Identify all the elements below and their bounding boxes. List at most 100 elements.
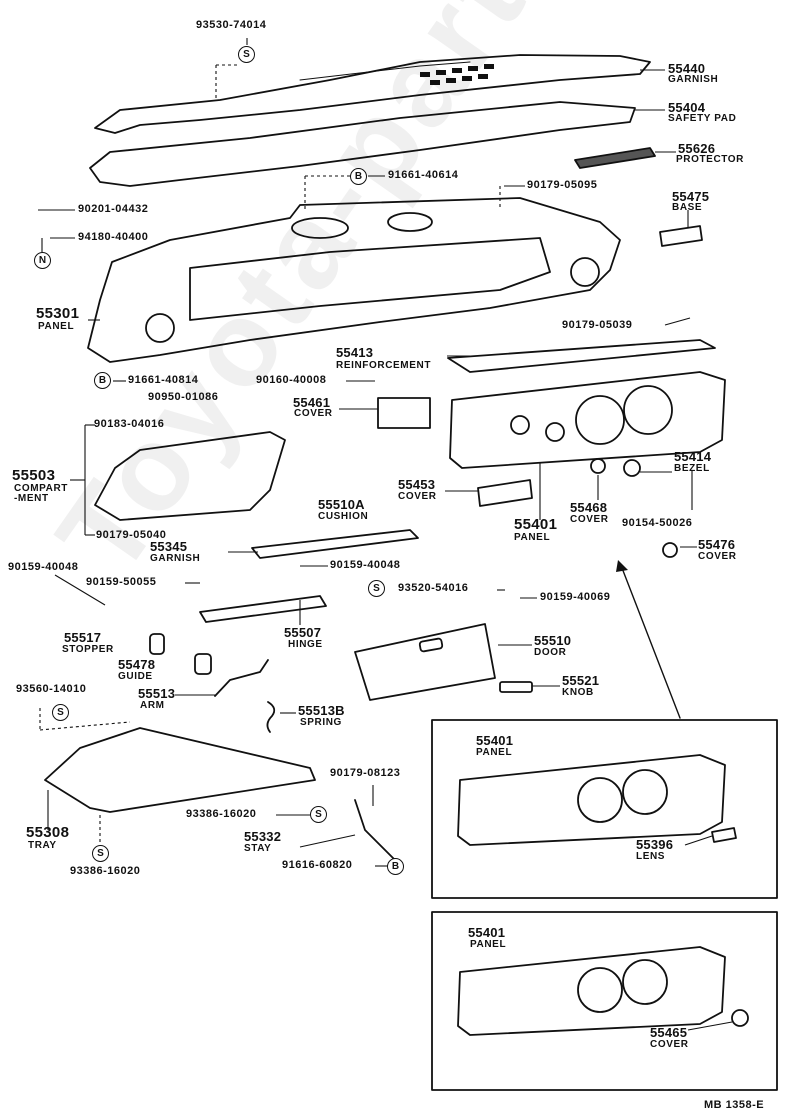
part-55503-name: COMPART -MENT (14, 483, 69, 504)
knob-shape (499, 681, 533, 693)
tray-shape (44, 727, 316, 813)
part-90159-40069-number: 90159-40069 (540, 591, 611, 603)
part-93520-54016-number: 93520-54016 (398, 582, 469, 594)
cover-55476 (662, 542, 678, 558)
part-55521-name: KNOB (562, 687, 594, 698)
part-55440-number: 55440 (668, 61, 706, 76)
inset-2-part-55401-number: 55401 (468, 925, 506, 940)
part-55476-number: 55476 (698, 537, 736, 552)
bezel-55414 (623, 459, 641, 477)
cover-plate-55461 (377, 397, 431, 429)
symbol-s: S (238, 46, 255, 63)
part-55468-number: 55468 (570, 500, 608, 515)
part-55507-number: 55507 (284, 625, 322, 640)
part-55503-number: 55503 (12, 467, 56, 484)
guide-shape (194, 653, 212, 675)
part-55478-name: GUIDE (118, 671, 153, 682)
part-55510A-number: 55510A (318, 497, 365, 512)
inset-2-part-55401-name: PANEL (470, 939, 507, 950)
part-91616-60820-number: 91616-60820 (282, 859, 353, 871)
drawing-code: MB 1358-E (704, 1099, 765, 1111)
part-55401-name: PANEL (514, 532, 551, 543)
part-55475-number: 55475 (672, 189, 710, 204)
cover-55468 (590, 458, 606, 474)
lens-shape (711, 827, 737, 843)
part-55332-number: 55332 (244, 829, 282, 844)
part-90159-40048-number-2: 90159-40048 (330, 559, 401, 571)
safety-pad-shape (89, 101, 636, 187)
symbol-b-2: B (94, 372, 111, 389)
part-90950-01086-number: 90950-01086 (148, 391, 219, 403)
inset-box-2 (431, 911, 778, 1091)
arm-shape (214, 659, 269, 697)
part-93386-16020-number-2: 93386-16020 (70, 865, 141, 877)
part-90201-04432-number: 90201-04432 (78, 203, 149, 215)
part-55513-number: 55513 (138, 686, 176, 701)
part-55521-number: 55521 (562, 673, 600, 688)
part-55465-name: COVER (650, 1039, 689, 1050)
part-55517-name: STOPPER (62, 644, 114, 655)
part-55440-name: GARNISH (668, 74, 719, 85)
part-55414-number: 55414 (674, 449, 712, 464)
part-55513B-name: SPRING (300, 717, 342, 728)
part-55461-number: 55461 (293, 395, 331, 410)
part-55414-name: BEZEL (674, 463, 710, 474)
part-55404-number: 55404 (668, 100, 706, 115)
symbol-s-3: S (52, 704, 69, 721)
symbol-s-2: S (368, 580, 385, 597)
part-93530-74014-number: 93530-74014 (196, 19, 267, 31)
stopper-shape (149, 633, 165, 655)
part-55517-number: 55517 (64, 630, 102, 645)
part-91661-40814-number: 91661-40814 (128, 374, 199, 386)
part-55413-name: REINFORCEMENT (336, 360, 432, 371)
part-91661-40614-number: 91661-40614 (388, 169, 459, 181)
part-55453-number: 55453 (398, 477, 436, 492)
spring-shape (266, 701, 276, 733)
inset-panel-2 (457, 946, 726, 1036)
cover-55453 (477, 479, 533, 507)
door-shape (354, 623, 496, 701)
part-55308-number: 55308 (26, 824, 70, 841)
symbol-s-5: S (92, 845, 109, 862)
inset-1-part-55401-number: 55401 (476, 733, 514, 748)
protector-shape (574, 147, 656, 169)
part-55461-name: COVER (294, 408, 333, 419)
part-90159-40048-number-1: 90159-40048 (8, 561, 79, 573)
part-90154-50026-number: 90154-50026 (622, 517, 693, 529)
part-55453-name: COVER (398, 491, 437, 502)
part-94180-40400-number: 94180-40400 (78, 231, 149, 243)
part-55301-name: PANEL (38, 321, 75, 332)
part-55626-number: 55626 (678, 141, 716, 156)
symbol-s-4: S (310, 806, 327, 823)
part-55413-number: 55413 (336, 345, 374, 360)
leader-arrow (621, 567, 681, 719)
part-55332-name: STAY (244, 843, 272, 854)
reinforcement-shape (447, 339, 716, 373)
symbol-n: N (34, 252, 51, 269)
inset-box-1 (431, 719, 778, 899)
part-55507-name: HINGE (288, 639, 323, 650)
stay-shape (354, 799, 396, 861)
part-55465-number: 55465 (650, 1025, 688, 1040)
part-90183-04016-number: 90183-04016 (94, 418, 165, 430)
hinge-shape (199, 595, 327, 623)
part-55345-name: GARNISH (150, 553, 201, 564)
part-90179-05095-number: 90179-05095 (527, 179, 598, 191)
garnish-top-shape (94, 54, 651, 134)
part-55513-name: ARM (140, 700, 165, 711)
part-55476-name: COVER (698, 551, 737, 562)
part-55510A-name: CUSHION (318, 511, 369, 522)
part-55404-name: SAFETY PAD (668, 113, 737, 124)
part-55626-name: PROTECTOR (676, 154, 744, 165)
part-90179-05040-number: 90179-05040 (96, 529, 167, 541)
inset-1-part-55401-name: PANEL (476, 747, 513, 758)
part-93560-14010-number: 93560-14010 (16, 683, 87, 695)
cover-55465 (731, 1009, 749, 1027)
part-55345-number: 55345 (150, 539, 188, 554)
part-55308-name: TRAY (28, 840, 57, 851)
part-55510-number: 55510 (534, 633, 572, 648)
part-55478-number: 55478 (118, 657, 156, 672)
garnish-strip-55345 (251, 529, 419, 559)
part-55475-name: BASE (672, 202, 703, 213)
part-90179-05039-number: 90179-05039 (562, 319, 633, 331)
